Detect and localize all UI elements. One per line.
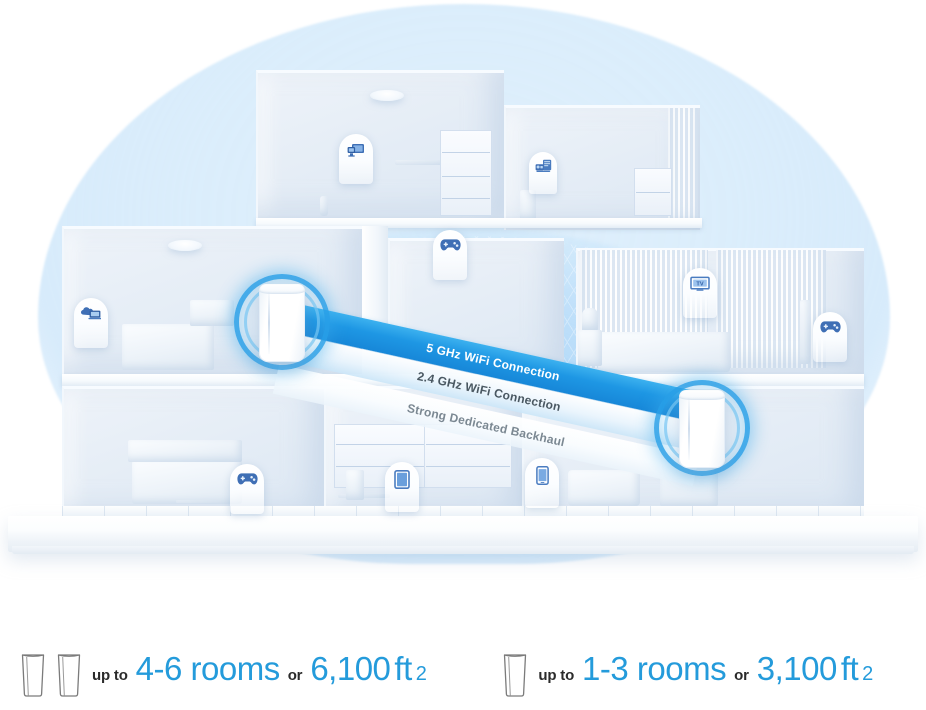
router-outline-icon [21, 654, 45, 697]
furniture-rug-lower-left [176, 500, 242, 503]
pin-bedroom-tv[interactable]: TV [683, 268, 717, 318]
game-controller-icon [819, 321, 841, 333]
smartphone-icon [535, 466, 549, 485]
tablet-icon [394, 470, 410, 489]
pin-shelf-tablet[interactable] [385, 462, 419, 512]
printer-icon [535, 159, 551, 172]
pin-study-desktop[interactable] [339, 134, 373, 184]
floor-slab-top [256, 218, 702, 228]
caption-rooms: 4-6 rooms [135, 650, 281, 687]
furniture-chair-lower-mid [346, 470, 364, 500]
ceiling-lamp-mid-left [168, 240, 202, 251]
mesh-router-primary[interactable] [234, 274, 330, 370]
furniture-desk-top-left [395, 160, 447, 165]
caption-area-value: 3,100 [756, 650, 838, 687]
shelf-top-right [634, 168, 672, 216]
furniture-bed-lower-left [132, 460, 242, 504]
router-seam-primary [268, 292, 270, 354]
pin-living-phone[interactable] [525, 458, 559, 508]
router-body-primary [259, 284, 305, 362]
svg-text:TV: TV [696, 281, 703, 287]
furniture-nightstand-mid-right [578, 330, 602, 366]
furniture-table-lower-mid [338, 494, 390, 498]
caption-area-value: 6,100 [310, 650, 391, 687]
router-outline-icon [57, 654, 81, 697]
router-seam-satellite [688, 398, 690, 460]
router-count-1pack [500, 652, 530, 698]
caption-coverage-1pack: up to 1-3 rooms or 3,100 ft 2 [500, 650, 873, 698]
router-outline-icon [504, 654, 527, 697]
furniture-vase-top-left [320, 196, 328, 216]
caption-area-unit: ft [394, 650, 412, 687]
router-halo-primary [234, 274, 330, 370]
caption-rooms: 1-3 rooms [582, 650, 727, 687]
pin-bed-console[interactable] [230, 464, 264, 514]
game-controller-icon [439, 239, 461, 251]
caption-area-unit: ft [840, 650, 859, 687]
furniture-bed-mid-right [598, 332, 730, 372]
furniture-lamp-mid-right [582, 308, 598, 330]
router-body-satellite [679, 390, 725, 468]
pin-hall-console[interactable] [433, 230, 467, 280]
router-halo-satellite [654, 380, 750, 476]
furniture-plant-mid-right [800, 300, 810, 364]
router-top-cap-primary [259, 284, 305, 294]
caption-coverage-2pack: up to 4-6 rooms or 6,100 ft 2 [18, 650, 427, 698]
coverage-captions: up to 4-6 rooms or 6,100 ft 2 up to 1-3 … [0, 640, 926, 710]
mesh-router-satellite[interactable] [654, 380, 750, 476]
pin-kitchen-laptop[interactable] [74, 298, 108, 348]
desktop-computer-icon [347, 144, 364, 157]
furniture-sofa-lower-right [568, 470, 640, 506]
furniture-cabinet-mid-left [190, 300, 234, 326]
furniture-headboard-lower-left [128, 440, 242, 462]
furniture-cabinet-top-right [520, 190, 536, 220]
caption-conjunction: or [734, 667, 749, 684]
router-count-2pack [18, 652, 84, 698]
pin-office-printer[interactable] [529, 152, 557, 194]
caption-prefix: up to [92, 667, 128, 684]
laptop-icon [81, 307, 101, 320]
caption-conjunction: or [287, 667, 303, 684]
caption-prefix: up to [538, 667, 575, 684]
curtain-top-right [668, 108, 698, 228]
game-controller-icon [236, 473, 258, 485]
shelf-top-left [440, 130, 492, 216]
furniture-counter-mid-left [122, 324, 214, 370]
ceiling-lamp-top-left [370, 90, 404, 101]
router-top-cap-satellite [679, 390, 725, 400]
pin-balcony-console[interactable] [813, 312, 847, 362]
house-base-edge [12, 546, 914, 554]
tv-icon: TV [690, 276, 710, 291]
